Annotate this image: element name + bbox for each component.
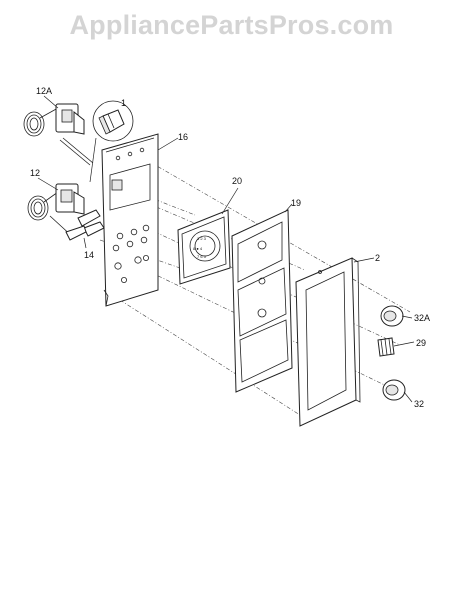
callout-2: 2 (375, 253, 380, 263)
part-29-spring (377, 337, 415, 357)
svg-text:8 ● 4: 8 ● 4 (193, 246, 203, 251)
part-32-knob (382, 379, 413, 403)
part-20-dial-plate: 1 2 3 8 ● 4 7 6 5 (177, 187, 239, 285)
svg-text:1 2 3: 1 2 3 (197, 236, 207, 241)
part-16-bracket-panel (101, 133, 179, 307)
part-2-trim-frame (295, 257, 375, 427)
part-32a-knob (380, 305, 413, 327)
part-19-face-panel (231, 203, 293, 393)
callout-1: 1 (121, 98, 126, 108)
part-12-thermostat (27, 183, 85, 239)
callout-12: 12 (30, 168, 40, 178)
part-12a-thermostat (23, 103, 94, 166)
svg-text:7 6 5: 7 6 5 (197, 254, 207, 259)
callout-12a: 12A (36, 86, 52, 96)
callout-32: 32 (414, 399, 424, 409)
callout-29: 29 (416, 338, 426, 348)
watermark-text: AppliancePartsPros.com (69, 10, 394, 40)
callout-14: 14 (84, 250, 94, 260)
part-14-clips (65, 209, 105, 249)
callout-16: 16 (178, 132, 188, 142)
callout-32a: 32A (414, 313, 430, 323)
callout-19: 19 (291, 198, 301, 208)
part-1-knob-insert (89, 100, 134, 183)
callout-20: 20 (232, 176, 242, 186)
